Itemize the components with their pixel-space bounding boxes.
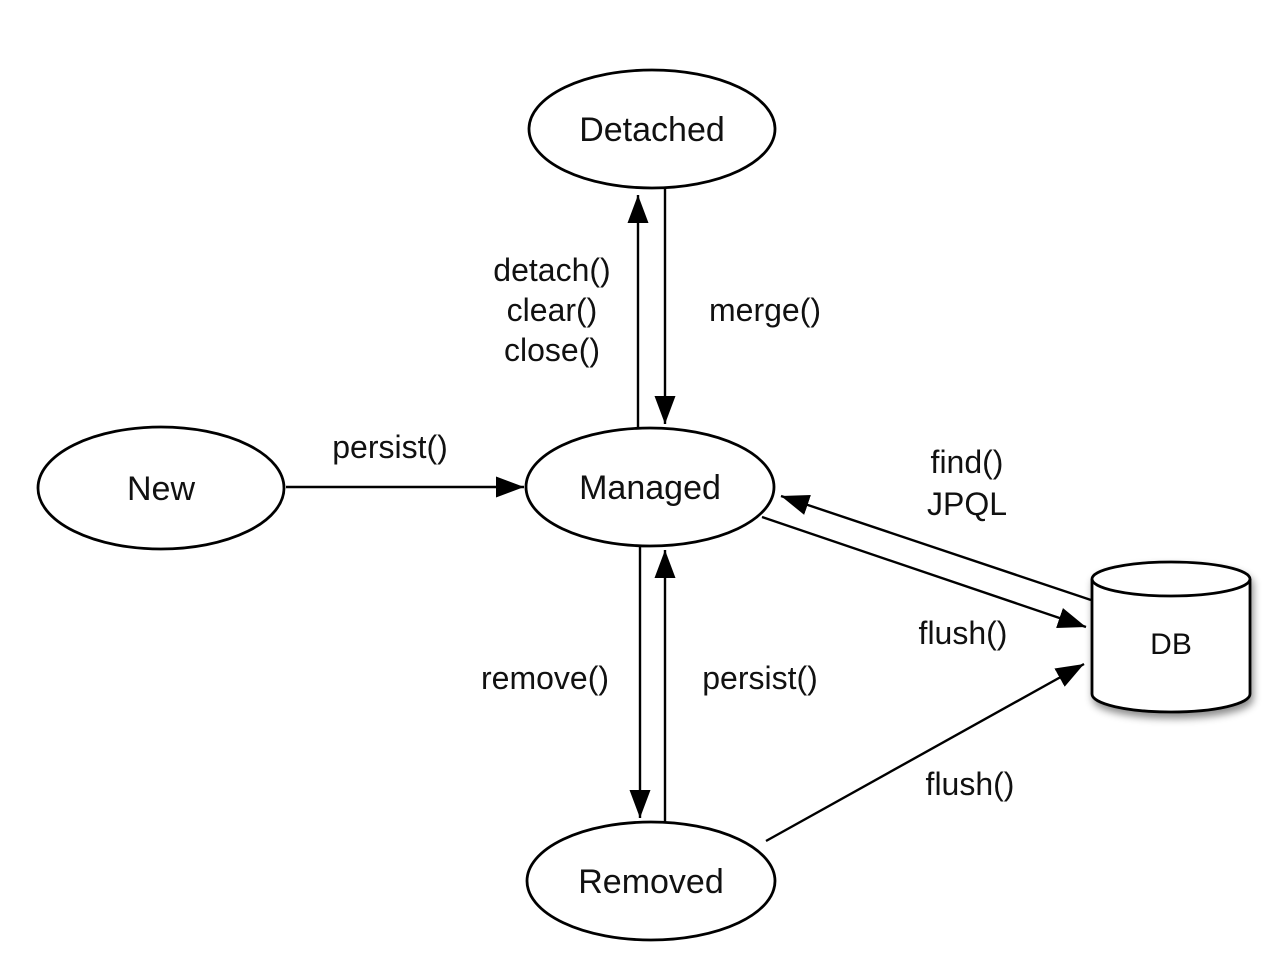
node-new: New bbox=[36, 425, 286, 551]
edge-label-remove: remove() bbox=[481, 660, 609, 696]
edge-label-persist-removed: persist() bbox=[702, 660, 818, 696]
removed-ellipse bbox=[525, 820, 777, 942]
node-label-db: DB bbox=[1150, 628, 1192, 661]
node-label-new: New bbox=[127, 470, 195, 508]
arrow-db-to-managed bbox=[780, 494, 1092, 602]
edge-label-close: close() bbox=[504, 332, 600, 368]
node-label-removed: Removed bbox=[578, 863, 724, 901]
edge-managed-to-db: flush() bbox=[761, 515, 1087, 651]
db-cylinder-top bbox=[1090, 560, 1252, 598]
edge-removed-to-db: flush() bbox=[765, 662, 1085, 843]
edge-label-jpql: JPQL bbox=[927, 486, 1007, 522]
edge-removed-to-managed: persist() bbox=[654, 550, 818, 822]
node-label-detached: Detached bbox=[579, 111, 725, 149]
edge-label-flush-removed: flush() bbox=[926, 766, 1015, 802]
edge-label-detach: detach() bbox=[493, 252, 610, 288]
node-detached: Detached bbox=[527, 68, 777, 190]
edge-label-clear: clear() bbox=[507, 292, 598, 328]
edge-label-persist-new: persist() bbox=[332, 429, 448, 465]
edge-managed-to-detached: detach() clear() close() bbox=[493, 195, 649, 428]
node-label-managed: Managed bbox=[579, 469, 721, 507]
edge-new-to-managed: persist() bbox=[286, 429, 524, 498]
node-removed: Removed bbox=[525, 820, 777, 942]
edge-db-to-managed: find() JPQL bbox=[780, 444, 1092, 602]
node-db: DB bbox=[1090, 560, 1252, 714]
edge-managed-to-removed: remove() bbox=[481, 546, 651, 818]
arrow-removed-to-db bbox=[765, 662, 1085, 843]
arrow-managed-to-db bbox=[761, 515, 1087, 629]
edge-detached-to-managed: merge() bbox=[654, 187, 821, 424]
detached-ellipse bbox=[527, 68, 777, 190]
edge-label-find: find() bbox=[931, 444, 1004, 480]
new-ellipse bbox=[36, 425, 286, 551]
db-cylinder-body bbox=[1090, 579, 1252, 714]
managed-ellipse bbox=[524, 426, 776, 548]
edge-label-merge: merge() bbox=[709, 292, 821, 328]
node-managed: Managed bbox=[524, 426, 776, 548]
edge-label-flush-managed: flush() bbox=[919, 615, 1008, 651]
